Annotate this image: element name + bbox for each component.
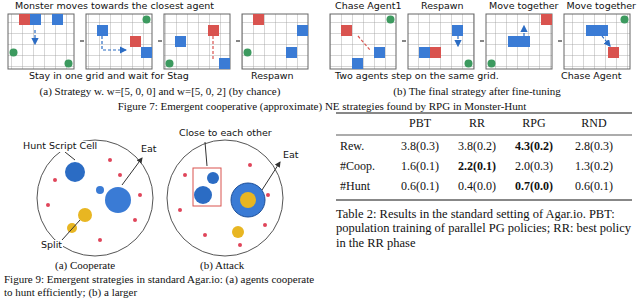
annotation: Two agents step on the same grid. (334, 71, 500, 82)
grid-arrows (35, 26, 610, 60)
table-header: RND (564, 117, 624, 131)
table-cell: 0.6(0.1) (564, 180, 624, 194)
table-cell: 3.8(0.3) (390, 140, 450, 154)
subcaption: (a) Cooperate (55, 259, 115, 272)
annotation: Move together (488, 1, 559, 12)
subcaption: (b) Attack (200, 259, 244, 272)
annotation: Respawn (420, 1, 465, 12)
table-row-label: #Hunt (340, 180, 370, 194)
table-header: RR (447, 117, 507, 131)
grid-agents (10, 14, 629, 69)
table-row-label: #Coop. (340, 160, 375, 174)
table-cell: 1.3(0.2) (564, 160, 624, 174)
figure-caption: Figure 7: Emergent cooperative (approxim… (2, 100, 640, 113)
figure-caption: Figure 9: Emergent strategies in standar… (4, 273, 320, 298)
annotation: Eat (140, 144, 158, 155)
annotation: Move together (566, 1, 637, 12)
table-row-label: Rew. (340, 140, 364, 154)
table-cell: 0.4(0.0) (447, 180, 507, 194)
annotation: Hunt Script Cell (22, 141, 98, 152)
table-rules (336, 113, 632, 200)
annotation: Monster moves towards the closest agent (14, 1, 215, 12)
table-header: PBT (390, 117, 450, 131)
table-caption: Table 2: Results in the standard setting… (336, 207, 634, 250)
annotation: Close to each other (178, 128, 273, 139)
annotation: Stay in one grid and wait for Stag (28, 71, 190, 82)
table-cell: 0.6(0.1) (390, 180, 450, 194)
table-cell: 3.8(0.2) (447, 140, 507, 154)
table-cell: 4.3(0.2) (504, 140, 564, 154)
annotation: Chase Agent (560, 71, 622, 82)
table-cell: 1.6(0.1) (390, 160, 450, 174)
annotation: Chase Agent1 (334, 1, 402, 12)
table-cell: 0.7(0.0) (504, 180, 564, 194)
grid-panels (8, 14, 630, 69)
table-header: RPG (504, 117, 564, 131)
table-cell: 2.2(0.1) (447, 160, 507, 174)
subcaption: (b) The final strategy after fine-tuning (317, 85, 637, 98)
annotation: Split (40, 240, 63, 251)
table-cell: 2.8(0.3) (564, 140, 624, 154)
annotation: Respawn (250, 71, 295, 82)
agar-views (37, 140, 283, 256)
annotation: Eat (282, 150, 300, 161)
subcaption: (a) Strategy w. w=[5, 0, 0] and w=[5, 0,… (0, 85, 320, 98)
table-cell: 2.0(0.3) (504, 160, 564, 174)
